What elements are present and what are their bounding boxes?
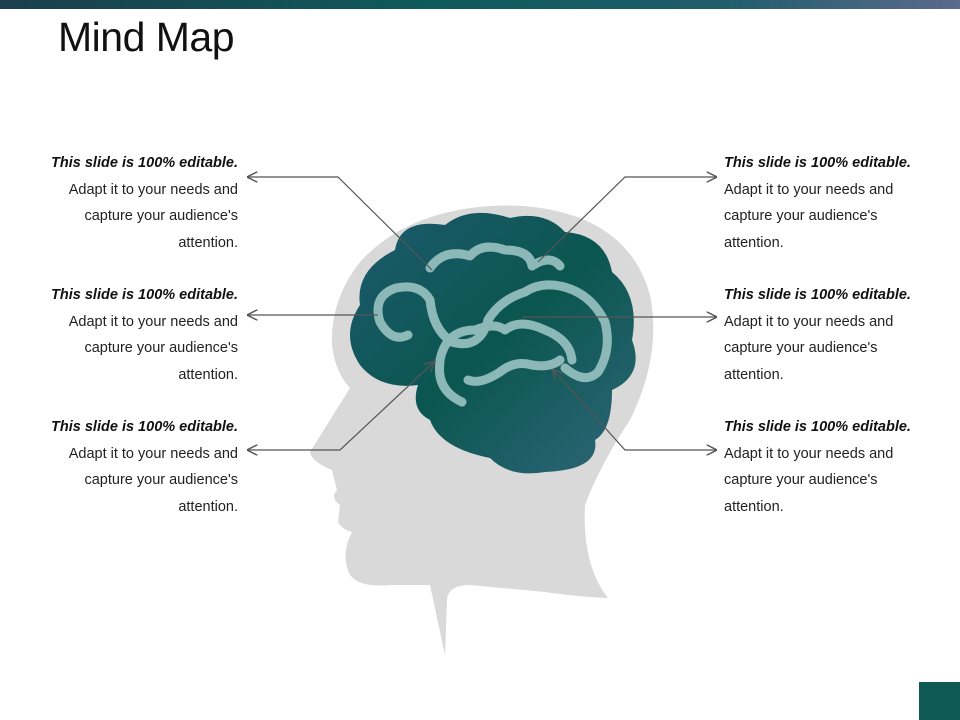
block-body: Adapt it to your needs and capture your … [68,181,238,251]
block-heading: This slide is 100% editable. [51,155,238,171]
block-body: Adapt it to your needs and capture your … [68,313,238,383]
connector-left-1 [248,177,433,271]
block-heading: This slide is 100% editable. [51,287,238,303]
text-block-right-2: This slide is 100% editable. Adapt it to… [724,282,924,388]
top-accent-bar [0,0,960,9]
connector-right-1 [537,177,716,263]
text-block-left-3: This slide is 100% editable. Adapt it to… [38,414,238,520]
block-body: Adapt it to your needs and capture your … [68,445,238,515]
connectors [248,177,716,450]
text-block-right-3: This slide is 100% editable. Adapt it to… [724,414,924,520]
corner-accent-box [919,682,960,720]
block-heading: This slide is 100% editable. [724,155,911,171]
block-heading: This slide is 100% editable. [724,287,911,303]
slide-title: Mind Map [58,14,235,60]
block-body: Adapt it to your needs and capture your … [724,181,894,251]
connector-right-3 [553,370,716,450]
block-heading: This slide is 100% editable. [51,419,238,435]
text-block-left-2: This slide is 100% editable. Adapt it to… [38,282,238,388]
block-body: Adapt it to your needs and capture your … [724,445,894,515]
connector-left-3 [248,362,434,450]
block-body: Adapt it to your needs and capture your … [724,313,894,383]
brain-folds [373,242,612,407]
block-heading: This slide is 100% editable. [724,419,911,435]
text-block-left-1: This slide is 100% editable. Adapt it to… [38,150,238,256]
text-block-right-1: This slide is 100% editable. Adapt it to… [724,150,924,256]
